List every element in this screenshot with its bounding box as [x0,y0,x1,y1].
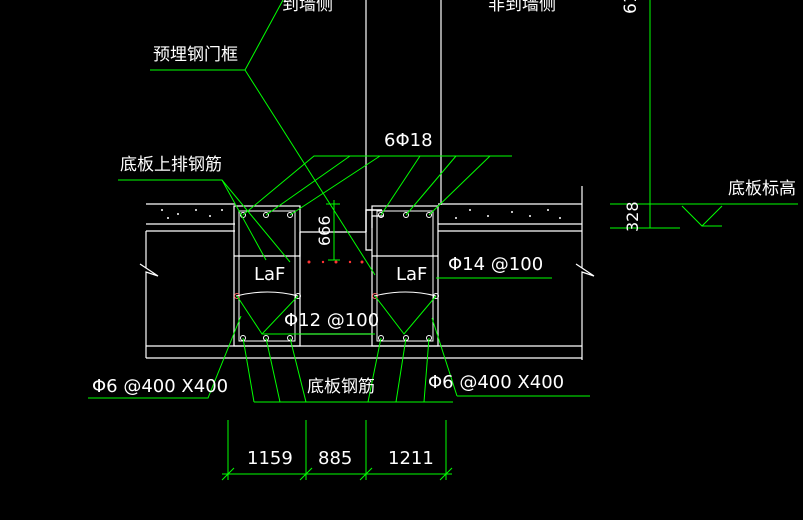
label-slab-top-rebar: 底板上排钢筋 [120,155,222,175]
label-top-right-dim: 61 [621,0,641,14]
label-top-right-cut: 非到墙侧 [488,0,556,15]
text-labels: 到墙侧 非到墙侧 61 预埋钢门框 底板上排钢筋 6Φ18 666 底板标高 3… [92,0,796,469]
label-top-left-cut: 到墙侧 [282,0,333,15]
label-laf-left: LaF [254,264,285,285]
dimension-chain [221,420,453,481]
label-slab-level: 底板标高 [728,179,796,199]
label-dim-666: 666 [315,215,334,246]
label-door-frame: 预埋钢门框 [153,45,238,65]
label-laf-right: LaF [396,264,427,285]
dimension-value-3: 1211 [388,448,434,469]
label-slab-bottom-rebar: 底板钢筋 [307,377,375,397]
label-stirrup-right: Φ14 @100 [448,254,543,275]
leader-lines [88,0,798,403]
label-top-bars: 6Φ18 [384,130,433,151]
label-tie-left: Φ6 @400 X400 [92,376,228,397]
dimension-value-1: 1159 [247,448,293,469]
rebar-red-points [307,260,364,264]
label-stirrup-mid: Φ12 @100 [284,310,379,331]
label-dim-328: 328 [623,201,642,232]
dimension-value-2: 885 [318,448,352,469]
concrete-hatch-dots [161,209,561,219]
label-tie-right: Φ6 @400 X400 [428,372,564,393]
